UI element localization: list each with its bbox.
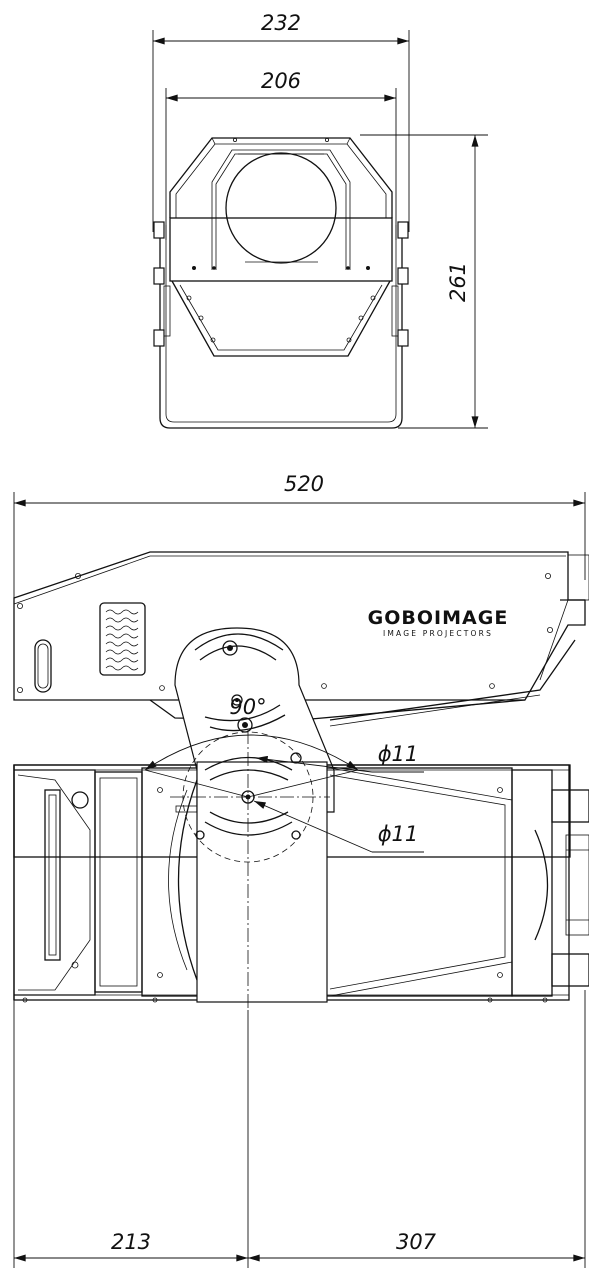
dim-outer-width: 232 <box>152 11 410 232</box>
dim-left-length-label: 213 <box>111 1230 151 1254</box>
dim-height-label: 261 <box>446 262 470 302</box>
dim-angle: 90° <box>144 695 359 771</box>
dim-hole-lower-label: ϕ11 <box>378 822 419 846</box>
dim-hole-upper: ϕ11 <box>255 742 424 773</box>
logo-sub: IMAGE PROJECTORS <box>383 629 493 638</box>
dim-bottom-lengths: 213 307 <box>13 990 586 1268</box>
front-yoke <box>153 221 409 429</box>
dim-length: 520 <box>13 472 586 600</box>
dim-outer-width-label: 232 <box>261 11 301 35</box>
dim-height: 261 <box>360 134 488 429</box>
logo-main: GOBOIMAGE <box>368 607 509 629</box>
dim-right-length-label: 307 <box>396 1230 437 1254</box>
dim-inner-width-label: 206 <box>261 69 301 93</box>
dim-hole-upper-label: ϕ11 <box>378 742 419 766</box>
dim-length-label: 520 <box>284 472 324 496</box>
side-projector-body: GOBOIMAGE IMAGE PROJECTORS <box>13 551 589 727</box>
dim-angle-label: 90° <box>229 695 266 719</box>
side-view: 520 <box>13 472 589 813</box>
front-projector-body <box>169 137 393 357</box>
top-projector-body <box>13 730 589 1010</box>
top-view: 90° <box>13 695 589 1268</box>
dim-inner-width: 206 <box>165 69 397 240</box>
front-view: 232 206 261 <box>152 11 488 429</box>
dim-hole-lower: ϕ11 <box>253 800 424 853</box>
